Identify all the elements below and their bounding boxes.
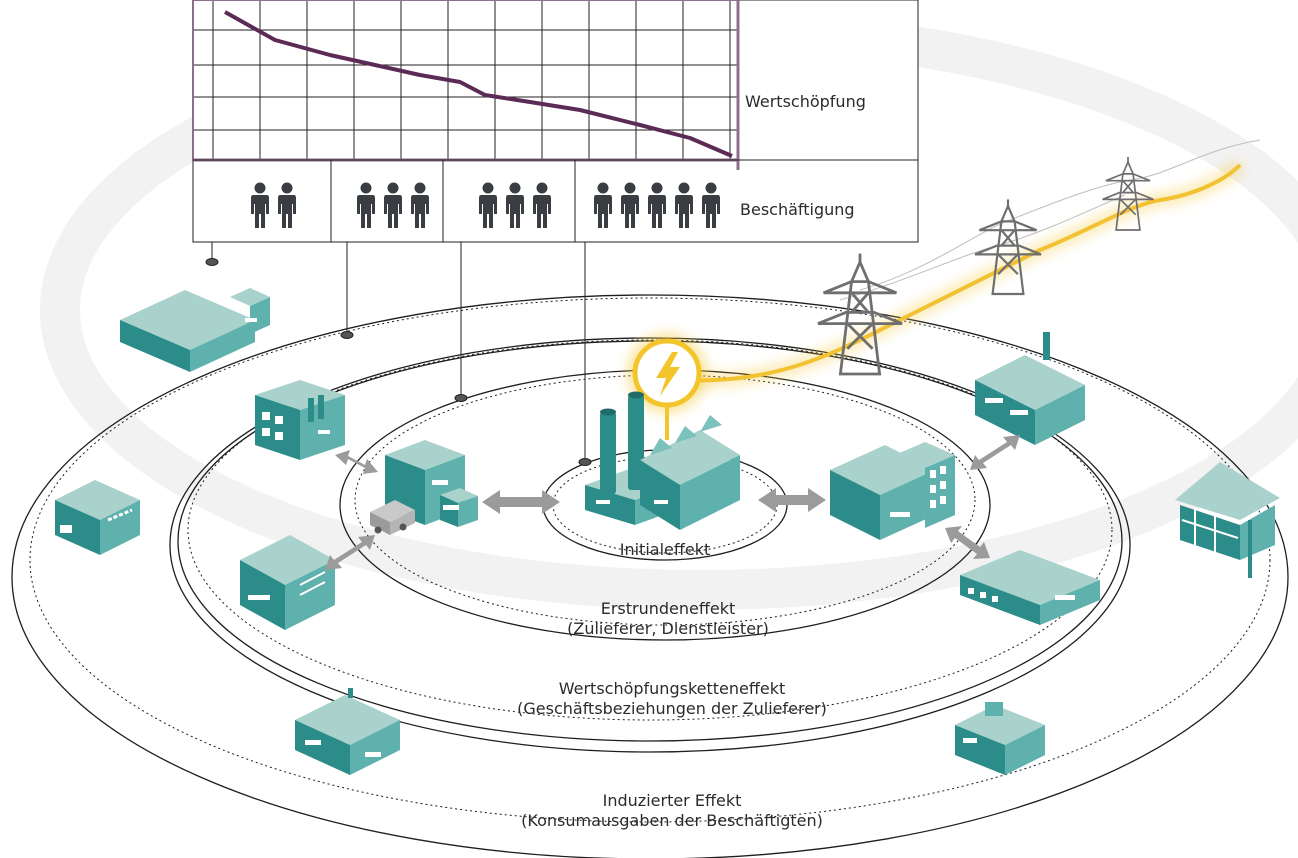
leader-lines	[205, 242, 592, 466]
double-arrow-icon	[325, 535, 375, 570]
double-arrow-icon	[335, 450, 378, 474]
first-round-effect-label: Erstrundeneffekt	[601, 599, 736, 618]
value-grid	[193, 0, 738, 160]
induced-effect-sub: (Konsumausgaben der Beschäftigten)	[521, 811, 823, 830]
value-added-label: Wertschöpfung	[745, 92, 866, 111]
power-plant	[585, 391, 740, 530]
power-line	[679, 139, 1261, 388]
double-arrow-icon	[758, 488, 826, 512]
timber-frame-house	[1175, 462, 1280, 578]
value-chain-effect-label: Wertschöpfungsketteneffekt	[559, 679, 786, 698]
retail-shop	[55, 480, 140, 555]
supplier-warehouse	[385, 440, 478, 527]
logistics-warehouse	[120, 288, 270, 372]
employment-label: Beschäftigung	[740, 200, 855, 219]
first-round-effect-sub: (Zulieferer, Dienstleister)	[567, 619, 769, 638]
electricity-bubble	[627, 333, 707, 440]
leader-dot	[205, 258, 219, 266]
leader-dot	[578, 458, 592, 466]
double-arrow-icon	[970, 435, 1020, 470]
lightning-icon	[656, 352, 680, 396]
supplier-hall	[240, 535, 335, 630]
ring-value-chain-dotted	[187, 339, 1113, 721]
delivery-truck	[370, 500, 415, 535]
value-employment-panel: Wertschöpfung Beschäftigung	[192, 0, 919, 243]
induced-effect-label: Induzierter Effekt	[603, 791, 742, 810]
flow-arrows	[325, 435, 1020, 570]
value-chain-depot	[960, 550, 1100, 625]
effect-rings	[11, 294, 1289, 858]
value-chain-effect-sub: (Geschäftsbeziehungen der Zulieferer)	[517, 699, 827, 718]
double-arrow-icon	[945, 526, 990, 559]
ring-induced-dotted	[29, 297, 1271, 823]
leader-dot	[340, 331, 354, 339]
initial-effect-label: Initialeffekt	[620, 540, 711, 559]
ring-induced-effect	[11, 294, 1289, 858]
supplier-office	[255, 380, 345, 460]
small-shop	[955, 702, 1045, 775]
panel-frame	[192, 0, 919, 243]
leader-dot	[454, 394, 468, 402]
double-arrow-icon	[482, 490, 560, 514]
residential-house	[295, 688, 400, 775]
value-added-line	[224, 10, 733, 158]
value-chain-factory	[975, 332, 1085, 445]
supplier-office-right	[830, 442, 955, 540]
